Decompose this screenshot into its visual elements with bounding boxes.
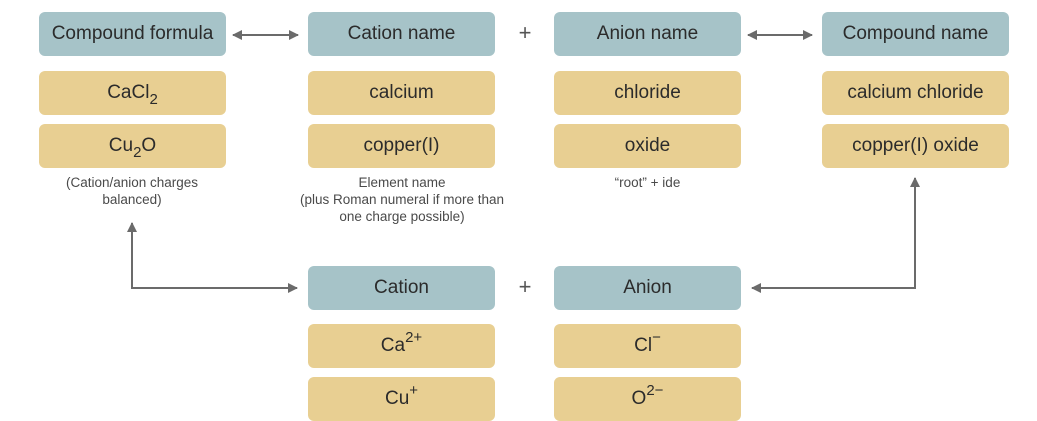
arrow-formula-to-cation	[127, 222, 298, 293]
ion-text: Cu+	[384, 381, 419, 409]
compound-name-copper-oxide: copper(I) oxide	[822, 124, 1009, 168]
anion-o: O2−	[554, 377, 741, 421]
ion-text: Ca2+	[380, 328, 423, 356]
compound-formula-header: Compound formula	[39, 12, 226, 56]
anion-header: Anion	[554, 266, 741, 310]
ion-text: O2−	[631, 381, 664, 409]
anion-name-header: Anion name	[554, 12, 741, 56]
ion-text: Cl−	[634, 328, 661, 356]
cation-header: Cation	[308, 266, 495, 310]
cation-ca: Ca2+	[308, 324, 495, 368]
formula-cu2o: Cu2O	[39, 124, 226, 168]
plus-sign-top: +	[518, 20, 532, 45]
anion-name-chloride: chloride	[554, 71, 741, 115]
anion-cl: Cl−	[554, 324, 741, 368]
cation-name-note: Element name (plus Roman numeral if more…	[299, 175, 505, 224]
cation-name-header: Cation name	[308, 12, 495, 56]
anion-name-oxide: oxide	[554, 124, 741, 168]
anion-name-note: “root” + ide	[614, 175, 681, 190]
formula-note: (Cation/anion charges balanced)	[65, 175, 199, 207]
cation-cu: Cu+	[308, 377, 495, 421]
formula-cacl2: CaCl2	[39, 71, 226, 115]
formula-text: CaCl2	[107, 82, 158, 108]
cation-name-copper: copper(I)	[308, 124, 495, 168]
compound-name-calcium-chloride: calcium chloride	[822, 71, 1009, 115]
cation-name-calcium: calcium	[308, 71, 495, 115]
arrow-anion-to-compound-name	[751, 177, 920, 293]
compound-name-header: Compound name	[822, 12, 1009, 56]
plus-sign-bottom: +	[518, 274, 532, 299]
formula-text: Cu2O	[108, 135, 157, 161]
